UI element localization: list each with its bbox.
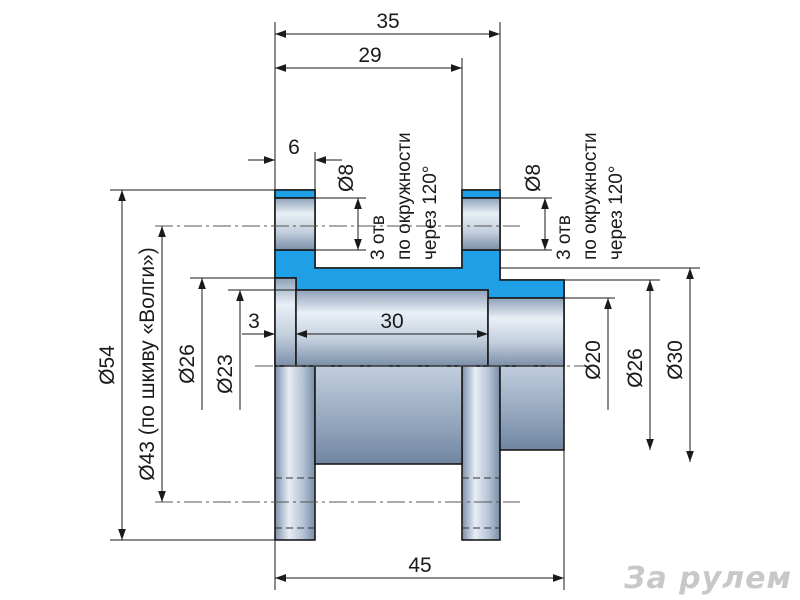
hole-note-left: 3 отв по окружности через 120° xyxy=(368,132,441,260)
dim-6: 6 xyxy=(288,136,300,159)
dim-dia-8-right: Ø8 xyxy=(522,164,545,192)
dim-30-bore: 30 xyxy=(380,310,403,333)
hole-note-left-line1: 3 отв xyxy=(368,215,389,260)
dim-dia-8-left: Ø8 xyxy=(335,164,358,192)
dim-3: 3 xyxy=(248,310,260,333)
hole-note-right-line2: по окружности xyxy=(580,132,601,260)
dim-dia-23: Ø23 xyxy=(214,354,237,394)
right-hole-section xyxy=(461,197,501,251)
dim-29: 29 xyxy=(358,44,381,67)
dimension-labels: 35 29 6 3 30 45 Ø8 Ø8 Ø54 Ø43 (по шкиву … xyxy=(96,10,687,577)
hole-note-right-line1: 3 отв xyxy=(554,215,575,260)
dim-dia-30: Ø30 xyxy=(664,340,687,380)
dim-dia-20: Ø20 xyxy=(582,340,605,380)
dim-35: 35 xyxy=(376,10,399,33)
hole-note-left-line2: по окружности xyxy=(394,132,415,260)
dim-dia-43-pulley: Ø43 (по шкиву «Волги») xyxy=(136,247,159,480)
dim-dia-26-right: Ø26 xyxy=(624,348,647,388)
center-lines xyxy=(155,225,585,503)
dimension-lines xyxy=(118,30,694,582)
hole-note-left-line3: через 120° xyxy=(420,166,441,260)
za-rulem-logo: За рулем xyxy=(623,561,792,596)
hole-note-right-line3: через 120° xyxy=(606,166,627,260)
hole-note-right: 3 отв по окружности через 120° xyxy=(554,132,627,260)
dim-45: 45 xyxy=(408,554,431,577)
left-hole-section xyxy=(274,197,316,251)
dim-dia-26-left: Ø26 xyxy=(176,344,199,384)
bore-right xyxy=(487,297,565,367)
dim-dia-54: Ø54 xyxy=(96,345,119,385)
bore-main xyxy=(295,289,489,367)
bore-left-step xyxy=(274,277,297,367)
